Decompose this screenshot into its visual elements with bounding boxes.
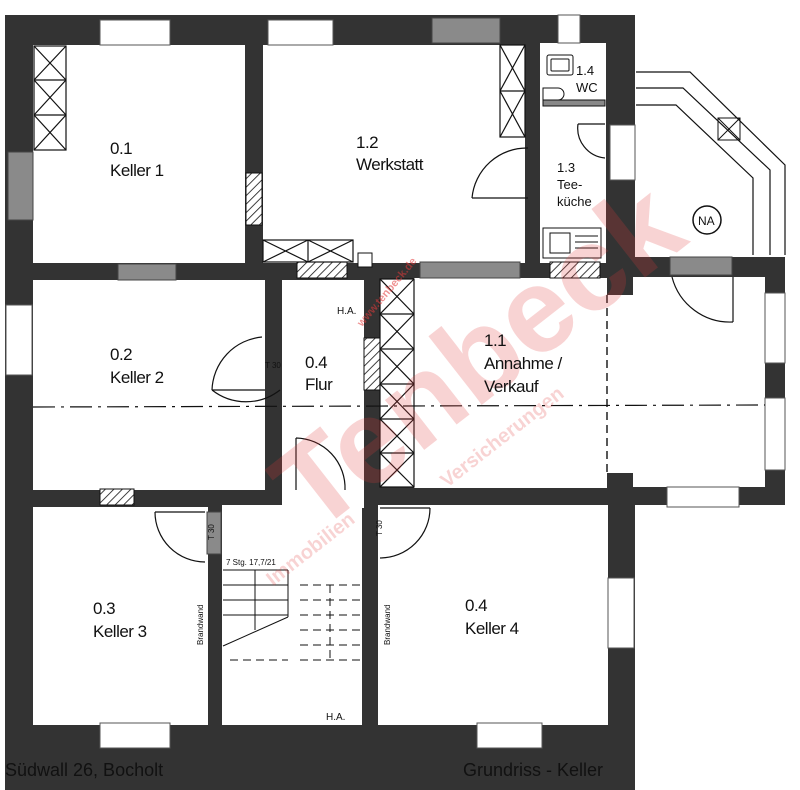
room-1-4-name: WC <box>576 80 598 95</box>
room-1-3-number: 1.3 <box>557 160 575 175</box>
ha-label-bottom: H.A. <box>326 712 345 723</box>
crossed-shafts <box>33 44 526 488</box>
firewall-label-right: Brandwand <box>383 605 392 645</box>
ha-label-top: H.A. <box>337 306 356 317</box>
annotations: NA H.A. H.A. T 30 T 30 T 30 7 Stg. 17,7/… <box>196 205 722 723</box>
door-swings <box>154 123 734 563</box>
address-caption: Südwall 26, Bocholt <box>5 760 164 780</box>
na-circle-icon <box>692 205 722 235</box>
room-1-1-number: 1.1 <box>484 331 506 350</box>
stair-spec: 7 Stg. 17,7/21 <box>226 558 276 567</box>
room-0-2-number: 0.2 <box>110 345 132 364</box>
door-rating-keller3: T 30 <box>207 524 216 540</box>
section-lines <box>32 404 766 408</box>
door-rating-keller4: T 30 <box>375 520 384 536</box>
room-1-1-name-2: Verkauf <box>484 377 539 396</box>
plan-title-caption: Grundriss - Keller <box>463 760 604 780</box>
textured-openings <box>7 17 733 555</box>
hatched-flues <box>99 172 601 506</box>
room-0-4-keller-number: 0.4 <box>465 596 487 615</box>
room-0-3-number: 0.3 <box>93 599 115 618</box>
staircase <box>222 569 362 661</box>
windows <box>5 14 786 749</box>
room-0-1-name: Keller 1 <box>110 161 164 180</box>
room-interiors <box>33 43 765 725</box>
na-label: NA <box>698 214 715 228</box>
chimney-square <box>357 252 373 268</box>
room-1-3-name-2: küche <box>557 194 592 209</box>
room-0-4-keller-name: Keller 4 <box>465 619 519 638</box>
room-labels: 0.1 Keller 1 1.2 Werkstatt 1.4 WC 1.3 Te… <box>93 63 598 641</box>
room-1-2-name: Werkstatt <box>356 155 424 174</box>
firewall-label-left: Brandwand <box>196 605 205 645</box>
room-0-4-flur-name: Flur <box>305 375 333 394</box>
room-1-4-number: 1.4 <box>576 63 594 78</box>
room-0-2-name: Keller 2 <box>110 368 164 387</box>
room-1-3-name-1: Tee- <box>557 177 582 192</box>
room-0-3-name: Keller 3 <box>93 622 147 641</box>
sink-icon <box>542 87 565 101</box>
fixtures <box>542 54 606 259</box>
room-0-4-flur-number: 0.4 <box>305 353 327 372</box>
room-1-1-name-1: Annahme / <box>484 354 562 373</box>
door-rating-flur: T 30 <box>265 361 281 370</box>
room-1-2-number: 1.2 <box>356 133 378 152</box>
room-0-1-number: 0.1 <box>110 139 132 158</box>
